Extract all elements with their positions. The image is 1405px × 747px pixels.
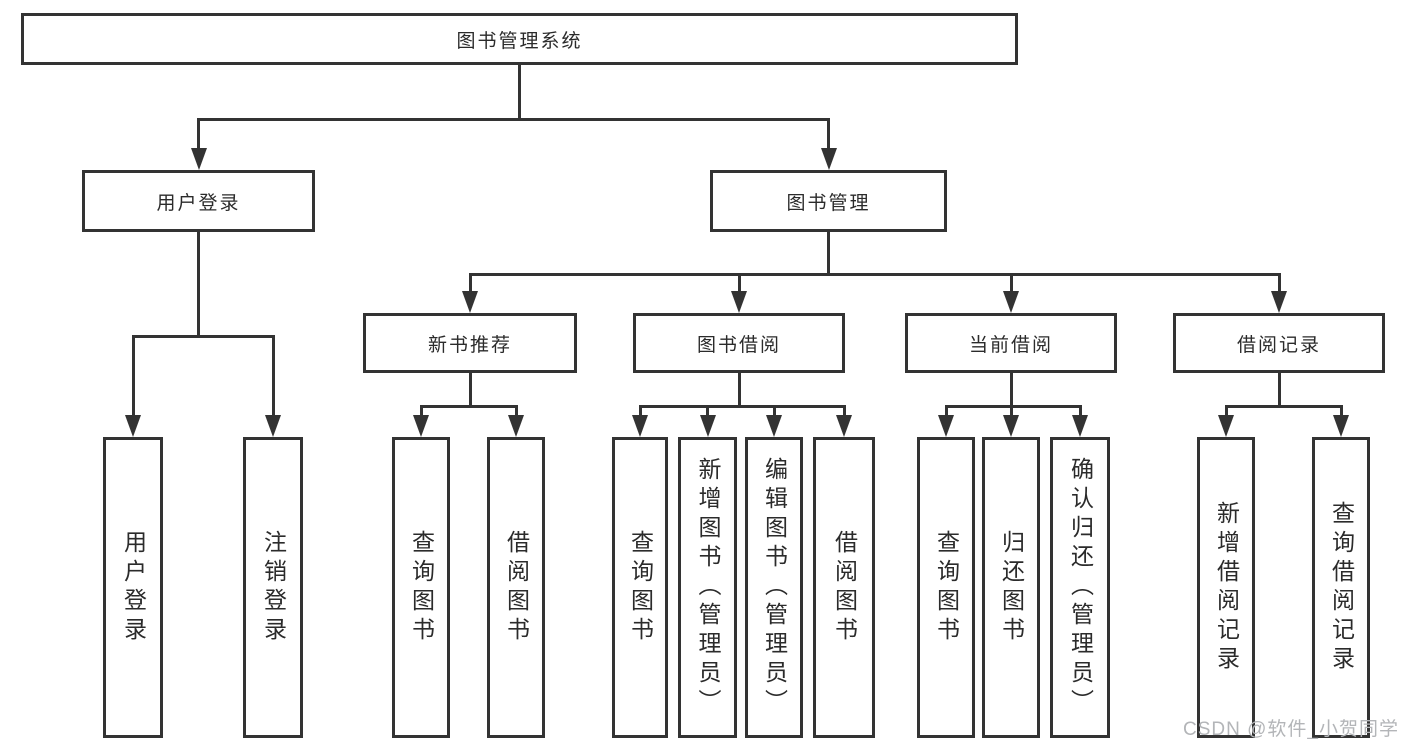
node-label: 用户登录 (120, 529, 147, 646)
connector-segment (514, 405, 518, 417)
connector-segment (1339, 405, 1343, 417)
connector-segment (468, 373, 472, 408)
arrow-down-icon (699, 415, 716, 437)
arrow-down-icon (1218, 415, 1234, 437)
node-label: 用户登录 (156, 192, 241, 214)
arrow-down-icon (190, 148, 207, 170)
diagram-node-leaf-query-books-3: 查询图书 (917, 437, 975, 738)
connector-segment (638, 405, 642, 417)
node-label: 借阅记录 (1236, 334, 1321, 356)
connector-segment (944, 405, 1082, 408)
connector-segment (638, 405, 846, 408)
connector-segment (1224, 405, 1343, 408)
node-label: 查询图书 (933, 529, 960, 646)
diagram-node-leaf-return-books: 归还图书 (982, 437, 1040, 738)
arrow-down-icon (1333, 415, 1349, 437)
arrow-down-icon (836, 415, 852, 437)
arrow-down-icon (1072, 415, 1088, 437)
node-label: 编辑图书（管理员） (761, 457, 788, 718)
diagram-node-leaf-query-books-1: 查询图书 (392, 437, 450, 738)
diagram-node-current-borrow: 当前借阅 (905, 313, 1117, 373)
diagram-node-root: 图书管理系统 (21, 13, 1018, 65)
csdn-watermark: CSDN @软件_小贺同学 (1183, 719, 1399, 740)
arrow-down-icon (1003, 291, 1019, 313)
arrow-down-icon (1003, 415, 1019, 437)
connector-segment (706, 405, 709, 417)
diagram-node-leaf-user-login: 用户登录 (103, 437, 163, 738)
diagram-node-leaf-edit-books: 编辑图书（管理员） (745, 437, 803, 738)
diagram-node-leaf-query-books-2: 查询图书 (612, 437, 668, 738)
diagram-node-new-book-rec: 新书推荐 (363, 313, 577, 373)
node-label: 注销登录 (260, 529, 287, 646)
arrow-down-icon (265, 415, 281, 437)
arrow-down-icon (1271, 291, 1287, 313)
connector-segment (1078, 405, 1082, 417)
node-label: 新增图书（管理员） (695, 457, 721, 718)
diagram-node-book-mgmt: 图书管理 (710, 170, 947, 232)
connector-segment (1277, 373, 1281, 408)
node-label: 图书借阅 (696, 334, 781, 356)
diagram-node-leaf-confirm-return: 确认归还（管理员） (1050, 437, 1110, 738)
connector-segment (197, 118, 200, 150)
node-label: 新增借阅记录 (1213, 500, 1240, 675)
node-label: 借阅图书 (503, 529, 530, 646)
diagram-node-leaf-logout: 注销登录 (243, 437, 303, 738)
arrow-down-icon (632, 415, 648, 437)
connector-segment (1224, 405, 1228, 417)
arrow-down-icon (820, 148, 837, 170)
diagram-node-borrow-records: 借阅记录 (1173, 313, 1385, 373)
connector-segment (827, 232, 830, 276)
connector-segment (271, 335, 275, 417)
connector-segment (1277, 273, 1281, 293)
arrow-down-icon (413, 415, 429, 437)
arrow-down-icon (508, 415, 524, 437)
node-label: 借阅图书 (831, 529, 858, 646)
node-label: 图书管理 (786, 192, 871, 214)
node-label: 归还图书 (998, 529, 1025, 646)
node-label: 查询图书 (408, 529, 435, 646)
node-label: 查询图书 (627, 529, 654, 646)
connector-segment (131, 335, 135, 417)
node-label: 当前借阅 (968, 334, 1053, 356)
connector-segment (468, 273, 1281, 276)
node-label: 图书管理系统 (456, 30, 583, 52)
node-label: 确认归还（管理员） (1067, 457, 1094, 718)
connector-segment (772, 405, 776, 417)
diagram-node-book-borrow: 图书借阅 (633, 313, 845, 373)
connector-segment (419, 405, 423, 417)
connector-segment (1009, 273, 1013, 293)
arrow-down-icon (125, 415, 141, 437)
connector-segment (1009, 405, 1013, 417)
connector-segment (842, 405, 846, 417)
diagram-node-leaf-add-record: 新增借阅记录 (1197, 437, 1255, 738)
connector-segment (737, 273, 741, 293)
connector-segment (197, 118, 830, 121)
node-label: 新书推荐 (427, 334, 512, 356)
diagram-node-leaf-query-record: 查询借阅记录 (1312, 437, 1370, 738)
diagram-node-leaf-borrow-books-2: 借阅图书 (813, 437, 875, 738)
connector-segment (944, 405, 948, 417)
connector-segment (197, 232, 200, 338)
diagram-node-user-login: 用户登录 (82, 170, 315, 232)
connector-segment (468, 273, 472, 293)
diagram-node-leaf-add-books: 新增图书（管理员） (678, 437, 737, 738)
connector-segment (419, 405, 518, 408)
arrow-down-icon (462, 291, 478, 313)
arrow-down-icon (731, 291, 747, 313)
connector-segment (131, 335, 275, 338)
arrow-down-icon (766, 415, 782, 437)
connector-segment (1009, 373, 1013, 408)
arrow-down-icon (938, 415, 954, 437)
node-label: 查询借阅记录 (1328, 500, 1355, 675)
connector-segment (827, 118, 830, 150)
diagram-node-leaf-borrow-books-1: 借阅图书 (487, 437, 545, 738)
connector-segment (737, 373, 741, 408)
connector-segment (518, 65, 521, 121)
